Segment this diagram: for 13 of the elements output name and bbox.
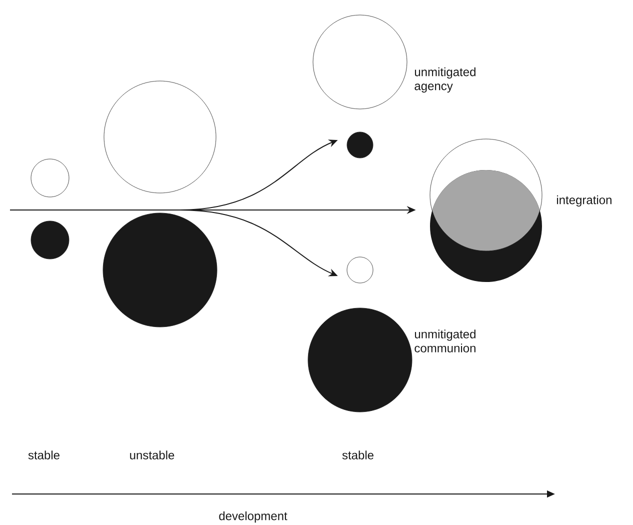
circle <box>346 256 374 284</box>
circle <box>102 212 218 328</box>
circle <box>30 158 70 198</box>
axis-label: stable <box>342 450 374 460</box>
circle <box>104 80 216 194</box>
circle-label: unmitigated communion <box>414 330 476 352</box>
circle <box>30 220 70 260</box>
circle-label: integration <box>557 195 612 207</box>
axis-label: unstable <box>130 450 174 460</box>
axis-label: stable <box>28 450 60 460</box>
axis-label: development <box>219 511 288 523</box>
circle-label: unmitigated agency <box>414 67 476 93</box>
circle <box>346 132 374 158</box>
